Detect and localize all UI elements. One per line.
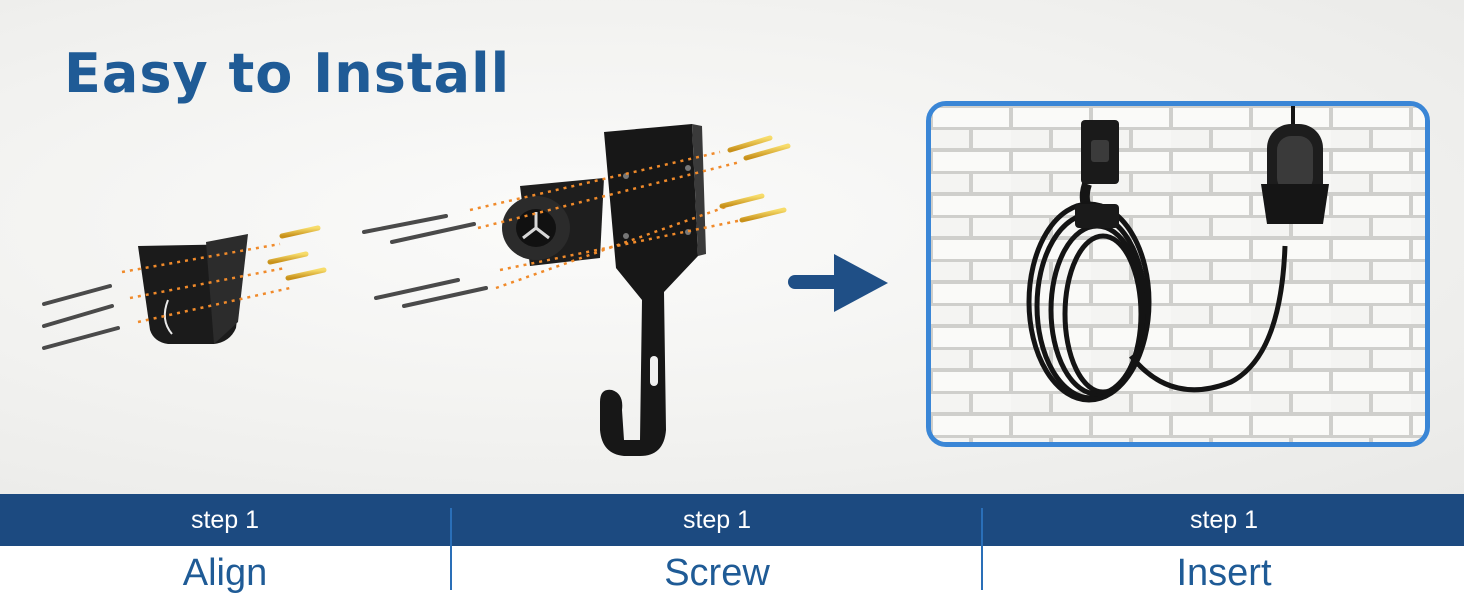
socket-dock [502, 178, 604, 266]
step-number-label: step 1 [190, 505, 260, 534]
steps-number-bar: step 1 step 1 step 1 [0, 494, 1464, 546]
step-name-align: Align [182, 551, 268, 594]
steps-name-bar: Align Screw Insert [0, 546, 1464, 600]
step-divider [981, 508, 983, 590]
brick-wall-scene [931, 106, 1425, 442]
step-number-label: step 1 [682, 505, 752, 534]
step-divider [450, 508, 452, 590]
step-name-screw: Screw [664, 551, 770, 594]
plate-guide-lines [469, 150, 753, 290]
installed-result-photo [926, 101, 1430, 447]
plate-screws-left [362, 214, 488, 308]
arrow-right-icon [788, 254, 888, 312]
small-holster-guide-lines [121, 242, 291, 324]
large-wall-plate [600, 124, 706, 456]
small-holster-screws-left [42, 284, 120, 350]
page-title: Easy to Install [64, 42, 511, 105]
exploded-assembly-illustration [42, 124, 791, 456]
step-name-insert: Insert [1176, 551, 1272, 594]
step-number-label: step 1 [1189, 505, 1259, 534]
small-holster-bracket [138, 234, 248, 344]
small-holster-anchors [267, 225, 327, 281]
hero-area: Easy to Install [0, 0, 1464, 494]
plate-anchors [719, 135, 791, 223]
